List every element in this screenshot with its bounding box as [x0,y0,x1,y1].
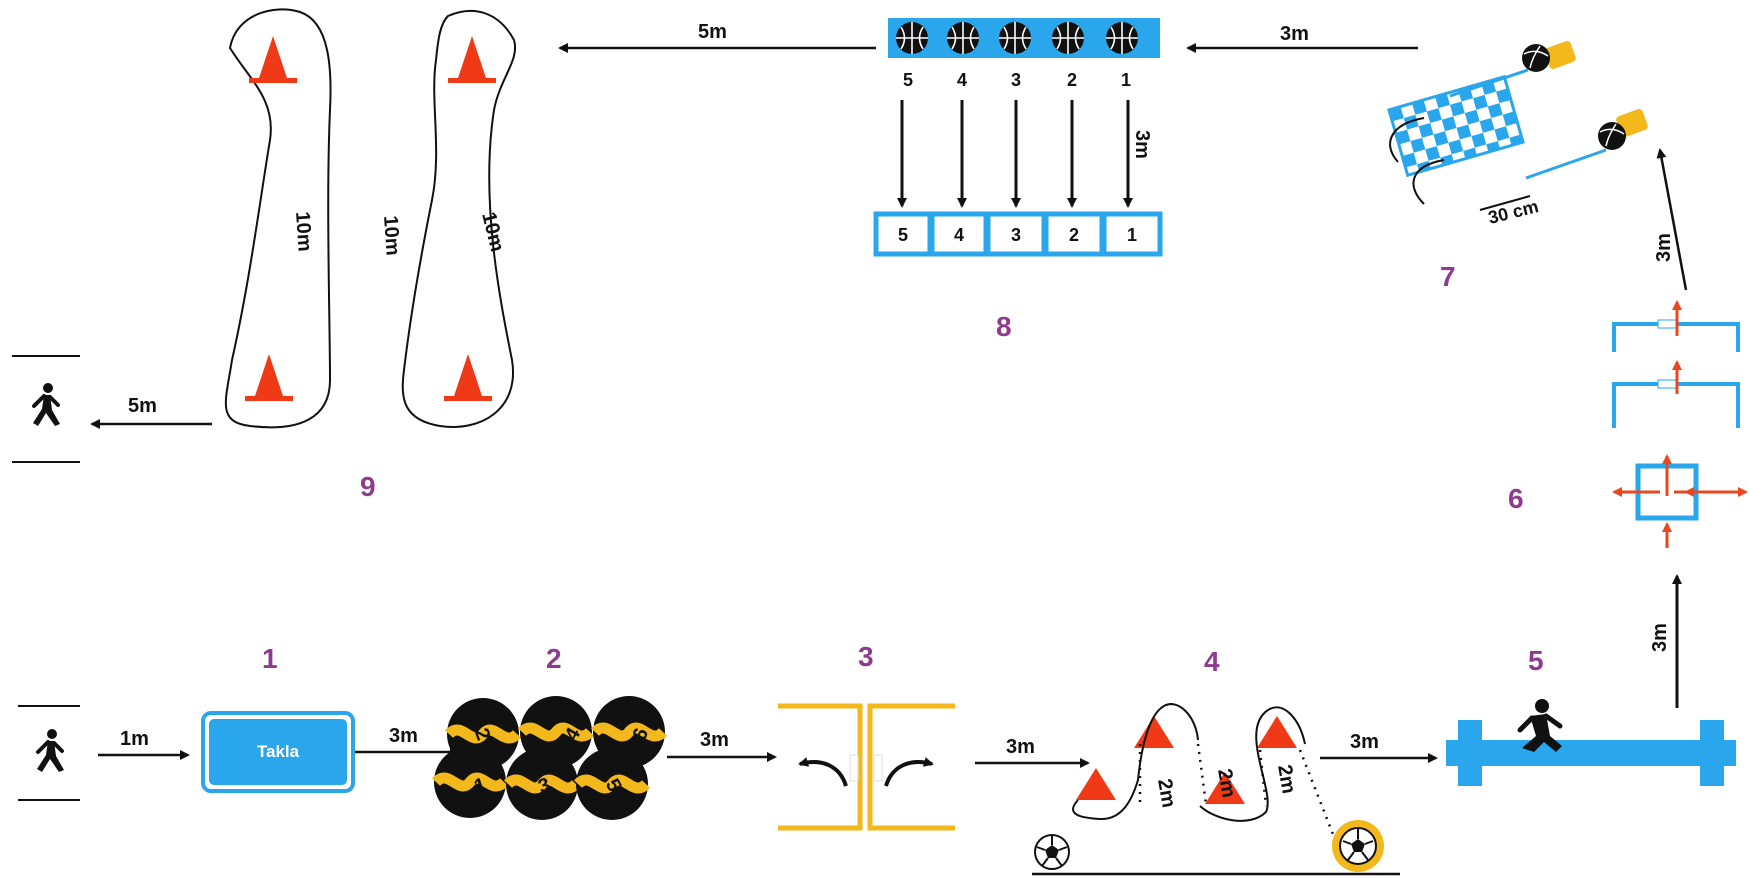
cone-slalom-station: 2m 2m 2m [1032,703,1400,876]
distance-label: 3m [1653,233,1675,262]
basketball-rack [888,18,1160,58]
rack-number: 2 [1067,70,1077,90]
arrow-8-to-9: 5m [558,21,876,53]
mini-goals-station [778,703,955,831]
rack-number: 1 [1121,70,1131,90]
basketball-icon [895,21,929,55]
station-number-9: 9 [360,471,376,502]
traffic-cone-icon [249,36,297,83]
start-area [18,705,80,801]
box-number: 3 [1011,225,1021,245]
running-person-icon [1517,699,1563,752]
arrow-4-to-5: 3m [1320,731,1438,763]
station-number-5: 5 [1528,645,1544,676]
numbered-boxes: 5 4 3 2 1 [873,211,1163,257]
distance-label: 3m [700,729,729,751]
walking-person-icon [31,381,62,428]
rack-number: 5 [903,70,913,90]
station-number-4: 4 [1204,646,1220,677]
traffic-cone-icon [1076,768,1116,800]
distance-label: 2m [1273,763,1300,795]
box-number: 2 [1069,225,1079,245]
arrow-7-to-8: 3m [1186,23,1418,53]
rotate-arrow-icon [884,757,934,787]
distance-label: 3m [1006,736,1035,758]
walking-person-icon [35,727,66,774]
volleyball-icon [1598,109,1648,150]
arrow-5-to-6: 3m [1649,574,1682,708]
rack-numbers: 5 4 3 2 1 [903,70,1131,90]
checkered-net [1387,74,1525,178]
finish-area [12,355,80,463]
basketball-icon [1105,21,1139,55]
volleyball-net-station: 30 cm [1387,41,1648,228]
arrow-2-to-3: 3m [667,729,777,762]
arrow-6-to-7: 3m [1653,148,1688,291]
distance-label: 2m [1153,777,1180,809]
volleyball-icon [1522,41,1576,72]
station-number-7: 7 [1440,261,1456,292]
distance-label: 3m [1280,23,1309,45]
arrow-9-to-finish: 5m [90,395,212,429]
traffic-cone-icon [1134,716,1174,748]
traffic-cone-icon [444,354,492,401]
medicine-ball [503,748,581,820]
rack-number: 3 [1011,70,1021,90]
target-box [873,211,933,257]
traffic-cone-icon [448,36,496,83]
box-number: 4 [954,225,964,245]
traffic-cone-icon [1257,716,1297,748]
distance-label: 2m [1213,767,1240,799]
station-number-8: 8 [996,311,1012,342]
rack-number: 4 [957,70,967,90]
distance-label: 1m [120,728,149,750]
distance-label: 3m [1131,130,1153,159]
skipping-rope-station: Takla [201,711,355,793]
basketball-icon [998,21,1032,55]
distance-label: 5m [698,21,727,43]
medicine-ball [573,748,651,820]
distance-label: 3m [1649,623,1671,652]
station-number-3: 3 [858,641,874,672]
drop-arrows: 3m [897,100,1153,208]
skipping-rope-label: Takla [257,742,300,761]
traffic-cone-icon [1205,772,1245,804]
soccer-ball-in-ring-icon [1332,820,1384,872]
arrow-3-to-4: 3m [975,736,1090,768]
distance-label: 5m [128,395,157,417]
distance-label: 3m [1350,731,1379,753]
station-number-1: 1 [262,643,278,674]
basketball-icon [1051,21,1085,55]
cone-shuttle-station: 10m 10m 10m [224,8,517,429]
medicine-ball [431,746,509,818]
balance-beam-station [1446,699,1736,786]
hurdle-agility-station [1612,300,1748,548]
soccer-ball-icon [1034,834,1070,870]
station-number-6: 6 [1508,483,1524,514]
distance-label: 10m [379,215,404,256]
rotate-arrow-icon [798,757,848,787]
arrow-1-to-2: 3m [355,725,460,757]
target-box [1101,211,1163,257]
traffic-cone-icon [245,354,293,401]
distance-label: 3m [389,725,418,747]
distance-label: 10m [477,210,508,254]
station-number-2: 2 [546,643,562,674]
arrow-start-to-1: 1m [98,728,190,760]
net-width-label: 30 cm [1486,196,1540,228]
distance-label: 10m [291,211,316,252]
box-number: 5 [898,225,908,245]
medicine-ball-cluster: 2 4 6 1 3 5 [431,696,668,820]
box-number: 1 [1127,225,1137,245]
basketball-icon [946,21,980,55]
